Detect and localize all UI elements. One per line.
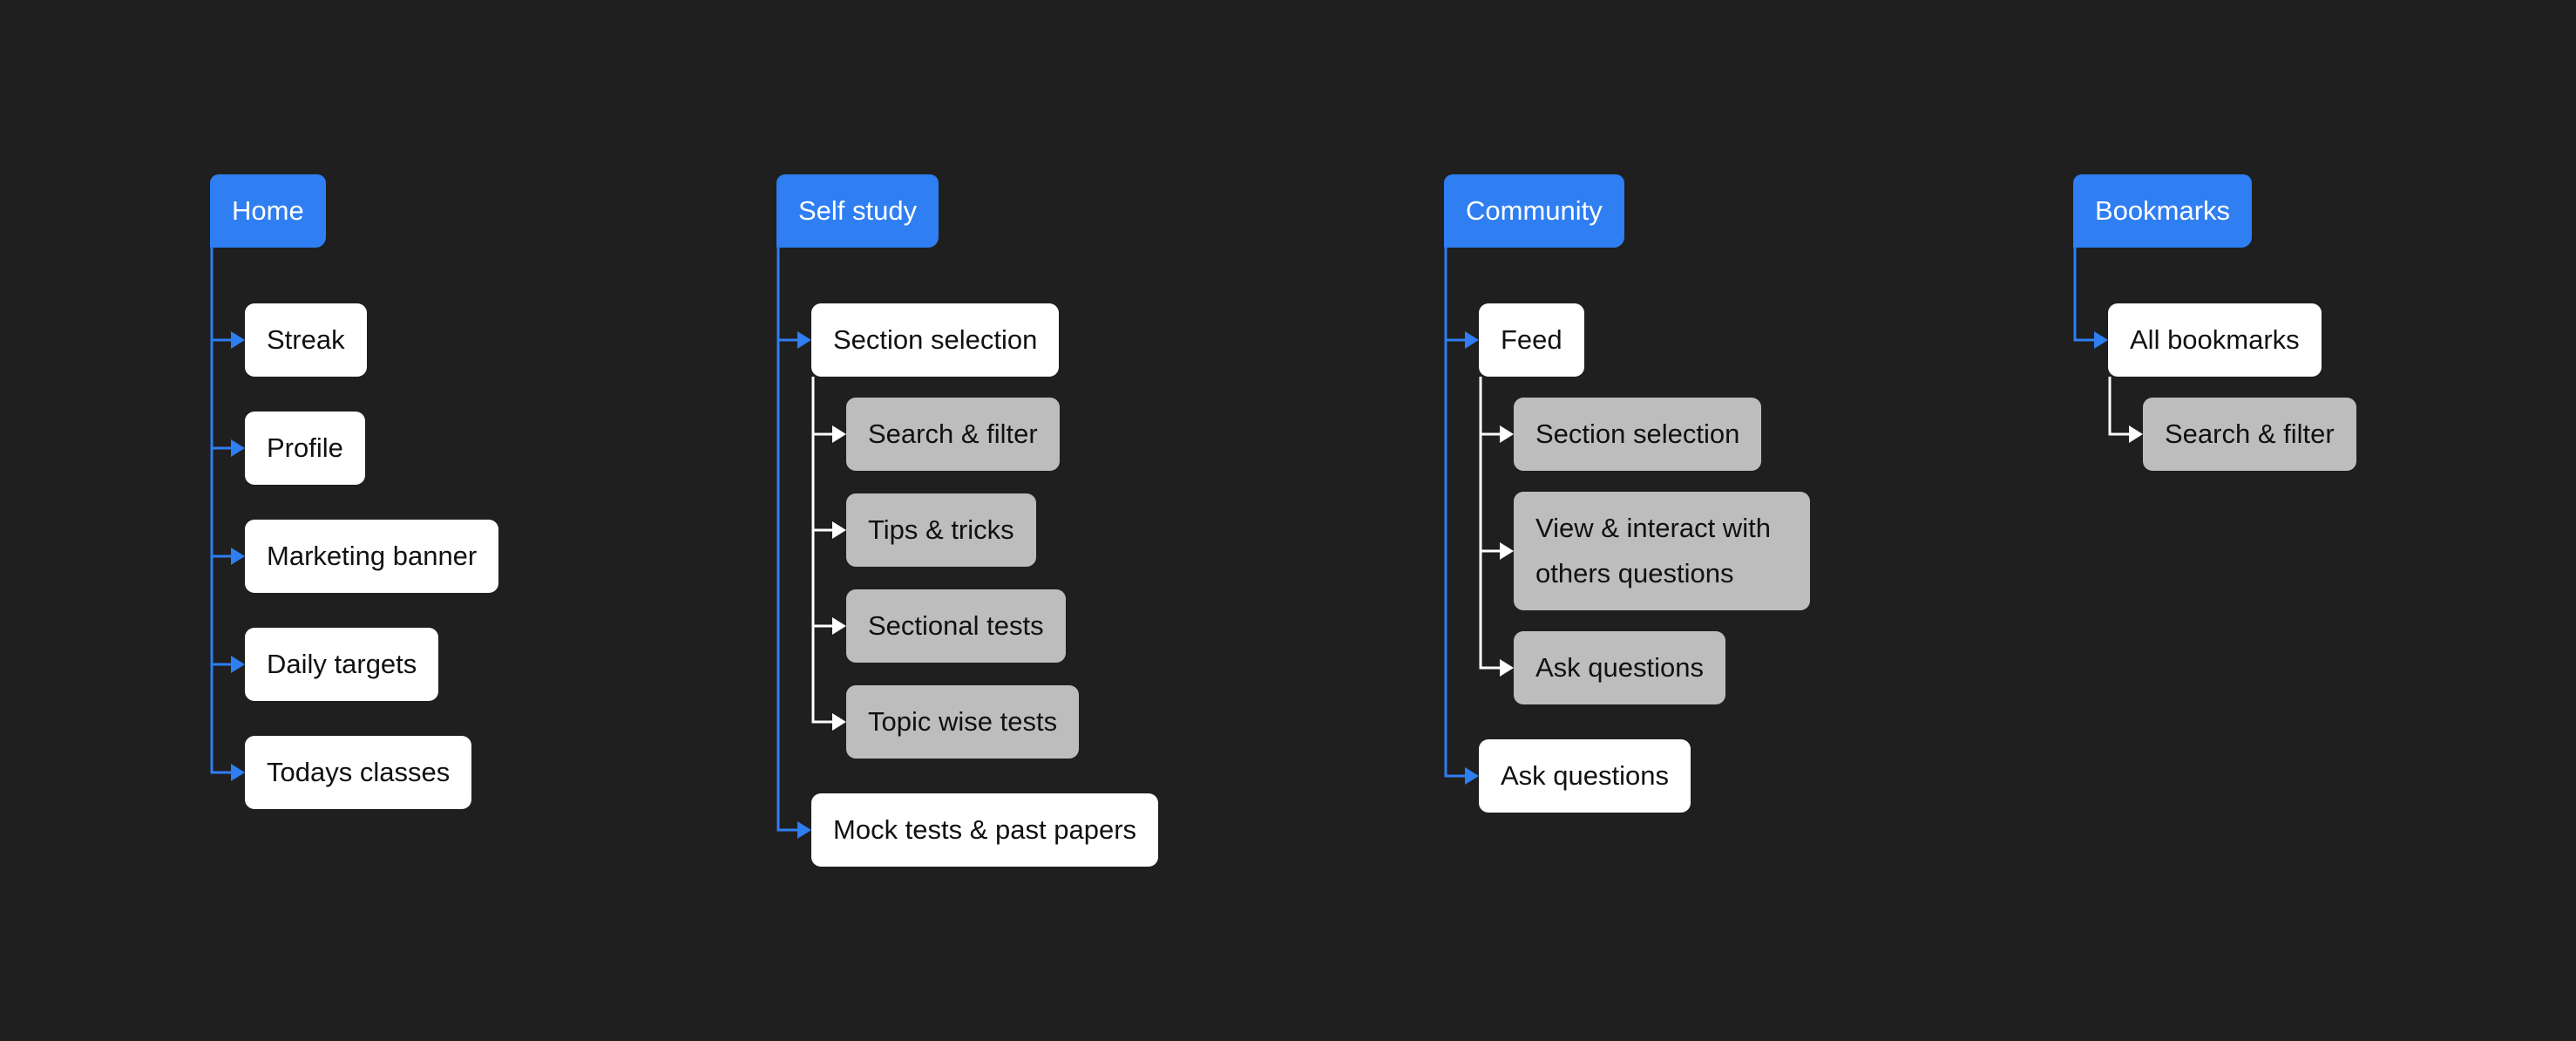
arrowhead-icon bbox=[1500, 425, 1514, 443]
node-profile: Profile bbox=[245, 412, 365, 485]
node-todays-classes: Todays classes bbox=[245, 736, 472, 809]
arrowhead-icon bbox=[1500, 659, 1514, 677]
node-feed-section-selection: Section selection bbox=[1514, 398, 1762, 471]
node-daily-targets: Daily targets bbox=[245, 628, 439, 701]
arrowhead-icon bbox=[832, 425, 846, 443]
arrowhead-icon bbox=[832, 617, 846, 635]
header-home: Home bbox=[210, 174, 326, 248]
arrowhead-icon bbox=[2094, 331, 2108, 349]
node-feed: Feed bbox=[1479, 303, 1584, 377]
node-marketing-banner: Marketing banner bbox=[245, 520, 499, 593]
node-streak: Streak bbox=[245, 303, 367, 377]
arrowhead-icon bbox=[2129, 425, 2143, 443]
node-section-selection: Section selection bbox=[811, 303, 1060, 377]
arrowhead-icon bbox=[231, 548, 245, 565]
arrowhead-icon bbox=[231, 439, 245, 457]
node-search-filter: Search & filter bbox=[846, 398, 1060, 471]
node-tips-tricks: Tips & tricks bbox=[846, 493, 1036, 567]
arrowhead-icon bbox=[231, 764, 245, 781]
header-self-study: Self study bbox=[776, 174, 939, 248]
arrowhead-icon bbox=[231, 656, 245, 673]
node-view-interact: View & interact with others questions bbox=[1514, 492, 1810, 610]
arrowhead-icon bbox=[797, 331, 811, 349]
node-mock-tests: Mock tests & past papers bbox=[811, 793, 1159, 867]
arrowhead-icon bbox=[1465, 767, 1479, 785]
arrowhead-icon bbox=[832, 521, 846, 539]
node-topic-wise-tests: Topic wise tests bbox=[846, 685, 1080, 759]
arrowhead-icon bbox=[231, 331, 245, 349]
node-all-bookmarks: All bookmarks bbox=[2108, 303, 2322, 377]
node-ask-questions: Ask questions bbox=[1479, 739, 1691, 813]
node-bookmarks-search-filter: Search & filter bbox=[2143, 398, 2356, 471]
arrowhead-icon bbox=[1465, 331, 1479, 349]
header-community: Community bbox=[1444, 174, 1624, 248]
arrowhead-icon bbox=[797, 821, 811, 839]
node-feed-ask-questions: Ask questions bbox=[1514, 631, 1725, 704]
arrowhead-icon bbox=[832, 713, 846, 731]
arrowhead-icon bbox=[1500, 542, 1514, 560]
node-sectional-tests: Sectional tests bbox=[846, 589, 1066, 663]
header-bookmarks: Bookmarks bbox=[2073, 174, 2253, 248]
